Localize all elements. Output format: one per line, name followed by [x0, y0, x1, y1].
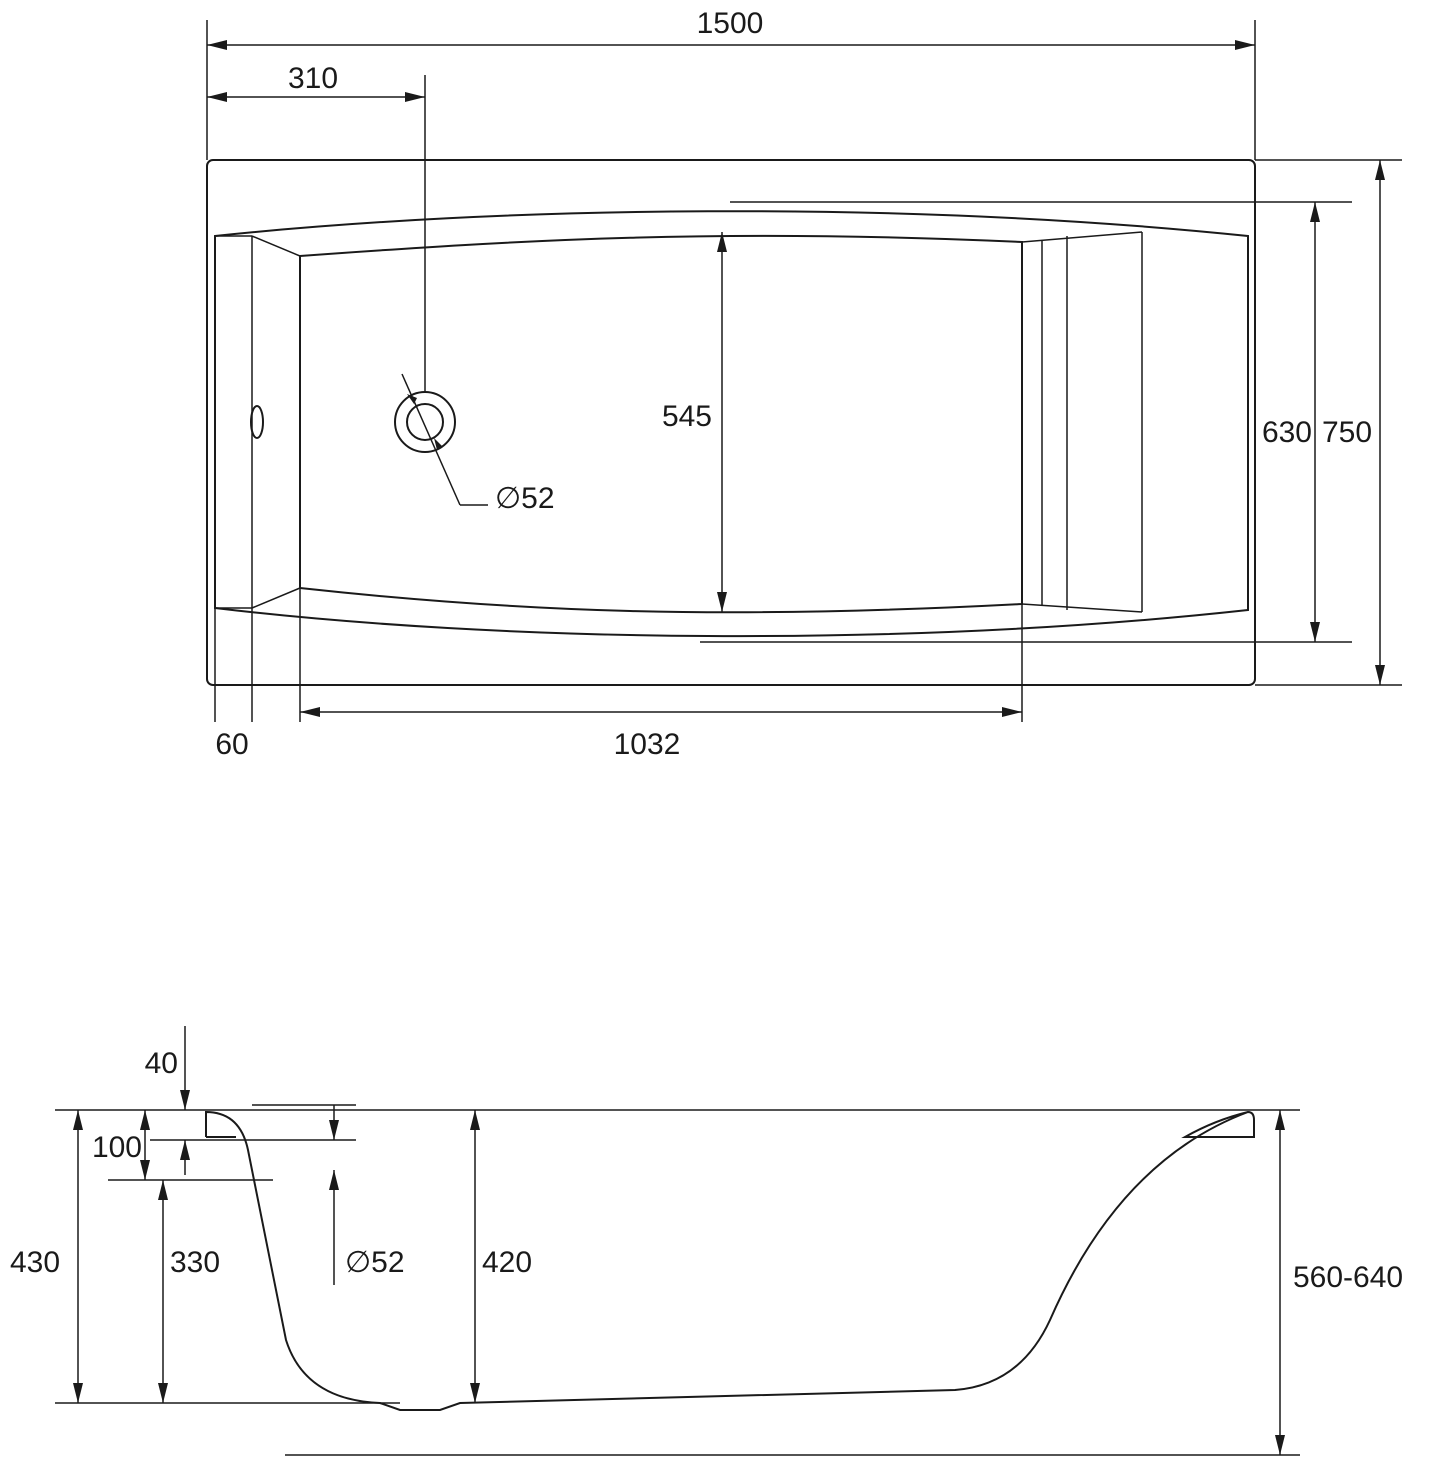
side-view: 40 100 430 330 ∅52 420 560-640: [10, 1026, 1403, 1456]
arrow: [207, 92, 227, 102]
dim-545: 545: [662, 400, 712, 433]
dim-drain-diameter: ∅52: [495, 482, 555, 515]
top-view: 1500 310 545 630 750 ∅52 60 1032: [206, 7, 1402, 761]
slope-line: [251, 235, 301, 257]
dim-330: 330: [170, 1246, 220, 1279]
arrow: [140, 1160, 150, 1180]
arrow: [180, 1090, 190, 1110]
dim-430: 430: [10, 1246, 60, 1279]
dim-750: 750: [1322, 416, 1372, 449]
tub-outer-rim: [206, 159, 1256, 686]
arrow: [470, 1383, 480, 1403]
dim-560-640: 560-640: [1293, 1261, 1403, 1294]
dim-1032: 1032: [614, 728, 681, 761]
basin-outline: [214, 210, 1249, 638]
arrow: [158, 1180, 168, 1200]
arrow: [1310, 202, 1320, 222]
arrow: [158, 1383, 168, 1403]
drain-outer-icon: [394, 391, 456, 453]
arrow: [1275, 1110, 1285, 1130]
dim-40: 40: [145, 1047, 178, 1080]
dim-630: 630: [1262, 416, 1312, 449]
arrow: [1375, 665, 1385, 685]
arrow: [73, 1383, 83, 1403]
dim-60: 60: [215, 728, 248, 761]
slope-line: [251, 587, 301, 609]
arrow: [717, 592, 727, 612]
arrow: [1375, 160, 1385, 180]
dim-100: 100: [92, 1131, 142, 1164]
dim-310: 310: [288, 62, 338, 95]
drain-arrow: [407, 394, 417, 404]
arrow: [1235, 40, 1255, 50]
arrow: [405, 92, 425, 102]
arrow: [180, 1140, 190, 1160]
arrow: [1275, 1435, 1285, 1455]
backrest-line: [1021, 231, 1143, 243]
dim-1500: 1500: [697, 7, 764, 40]
drain-leader: [401, 373, 461, 506]
arrow: [717, 232, 727, 252]
tub-profile: [205, 1110, 1255, 1411]
dim-420: 420: [482, 1246, 532, 1279]
arrow: [207, 40, 227, 50]
overflow-icon: [250, 405, 264, 439]
arrow: [73, 1110, 83, 1130]
backrest-line: [1021, 603, 1143, 613]
dim-overflow-diameter: ∅52: [345, 1246, 405, 1279]
arrow: [140, 1110, 150, 1130]
drain-inner-icon: [406, 403, 444, 441]
arrow: [329, 1120, 339, 1140]
arrow: [1002, 707, 1022, 717]
arrow: [329, 1170, 339, 1190]
arrow: [300, 707, 320, 717]
drain-arrow: [434, 438, 442, 450]
arrow: [470, 1110, 480, 1130]
arrow: [1310, 622, 1320, 642]
